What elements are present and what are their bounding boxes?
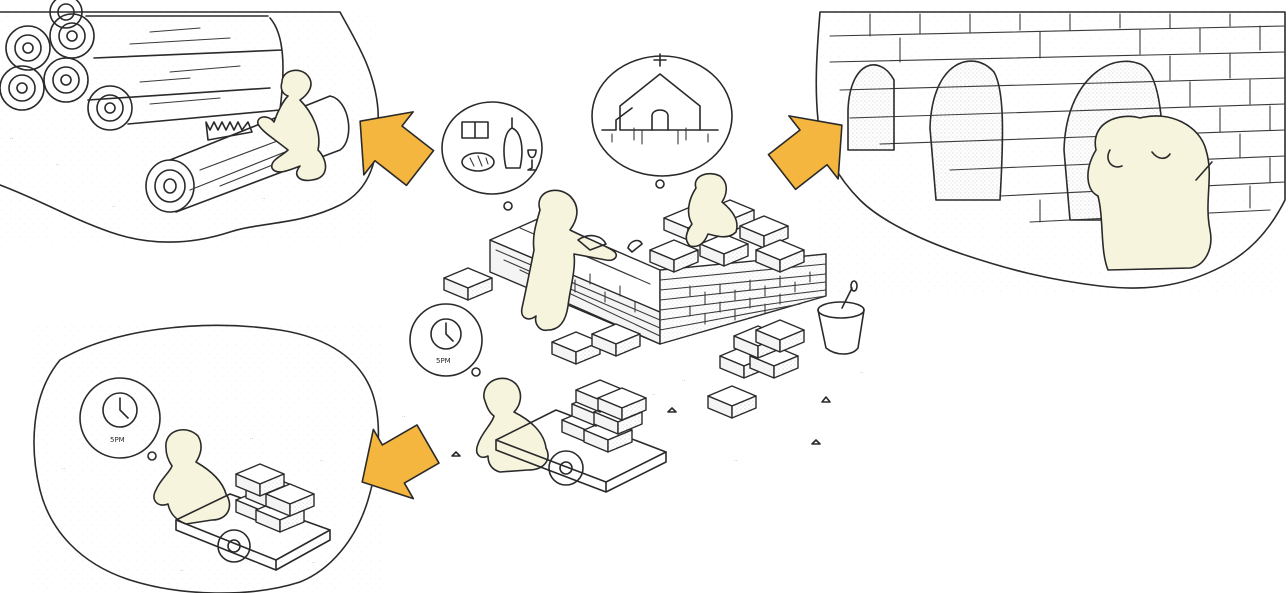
bread-wine-thought-bubble bbox=[442, 102, 542, 210]
loose-brick bbox=[708, 386, 756, 418]
svg-text:··: ·· bbox=[860, 370, 864, 376]
svg-text:··: ·· bbox=[734, 458, 738, 464]
svg-text:··: ·· bbox=[180, 568, 184, 574]
cart-worker-figure-center bbox=[477, 378, 548, 472]
svg-text:··: ·· bbox=[320, 458, 324, 464]
svg-text:··: ·· bbox=[112, 204, 116, 210]
svg-text:··: ·· bbox=[10, 136, 14, 142]
clock-icon bbox=[431, 319, 461, 349]
center-clock-thought-bubble: 5PM bbox=[410, 304, 482, 376]
svg-text:··: ·· bbox=[262, 196, 266, 202]
bread-wine-icon bbox=[462, 118, 536, 171]
trowel-icon bbox=[628, 241, 642, 252]
svg-text:··: ·· bbox=[62, 466, 66, 472]
brick-stack bbox=[720, 320, 804, 378]
svg-text:··: ·· bbox=[312, 560, 316, 566]
arch-2 bbox=[930, 61, 1002, 200]
cathedral-arches-bubble bbox=[816, 12, 1285, 292]
bricklayer-figure-right bbox=[686, 174, 737, 247]
arch-1 bbox=[848, 65, 894, 150]
admiring-figure bbox=[1088, 116, 1212, 270]
svg-text:··: ·· bbox=[652, 392, 656, 398]
clock-out-bubble: 5PM ·· ·· ·· ·· ·· bbox=[32, 322, 382, 593]
svg-text:··: ·· bbox=[682, 378, 686, 384]
logs-scene-bubble: ·· ·· ·· ·· bbox=[0, 0, 378, 242]
svg-text:··: ·· bbox=[402, 414, 406, 420]
clock-time-label: 5PM bbox=[110, 436, 125, 444]
center-clock-time-label: 5PM bbox=[436, 357, 451, 365]
svg-text:··: ·· bbox=[782, 300, 786, 306]
svg-text:··: ·· bbox=[250, 436, 254, 442]
loose-brick bbox=[444, 268, 492, 300]
church-thought-bubble bbox=[592, 54, 732, 188]
svg-text:··: ·· bbox=[56, 162, 60, 168]
